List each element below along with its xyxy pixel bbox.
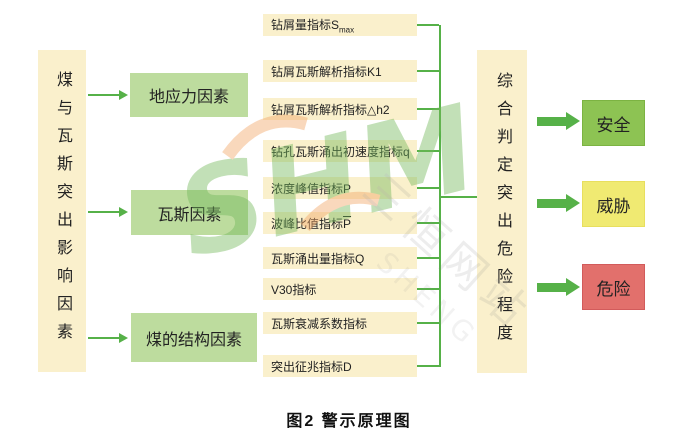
result-box-danger: 危险 [582,264,645,310]
indicator-box: 钻屑瓦斯解析指标△h2 [263,98,417,120]
indicator-branch-line [417,24,439,26]
figure-caption: 图2 警示原理图 [286,413,412,430]
result-box-threat: 威胁 [582,181,645,227]
indicator-label: 钻屑瓦斯解析指标△h2 [271,102,390,117]
indicator-label: 浓度峰值指标P [271,181,352,196]
indicator-label: 瓦斯衰减系数指标 [271,316,368,331]
indicator-branch-line [417,70,439,72]
indicator-box: 钻孔瓦斯涌出初速度指标q [263,140,417,162]
indicator-branch-line [417,150,439,152]
thick-arrow-to-safe [537,112,580,130]
influence-factors-box: 煤与瓦斯突出影响因素 [38,50,86,372]
indicator-branch-line [417,365,439,367]
indicator-branch-line [417,322,439,324]
category-label: 地应力因素 [148,89,229,106]
comprehensive-judgment-box: 综合判定突出危险程度 [477,50,527,373]
indicator-label: 瓦斯涌出量指标Q [271,251,365,266]
indicator-box: 钻屑瓦斯解析指标K1 [263,60,417,82]
indicator-branch-line [417,108,439,110]
indicator-label: 钻屑瓦斯解析指标K1 [271,64,382,79]
influence-factors-label: 煤与瓦斯突出影响因素 [54,71,71,351]
indicator-branch-line [417,288,439,290]
thick-arrow-to-threat [537,194,580,212]
indicator-branch-line [417,222,439,224]
spine-to-judgment-line [441,196,477,198]
indicator-label: 钻孔瓦斯涌出初速度指标q [271,144,410,159]
indicator-branch-line [417,257,439,259]
indicator-box: 突出征兆指标D [263,355,417,377]
indicator-label: V30指标 [271,282,317,297]
category-label: 煤的结构因素 [145,331,242,349]
arrow-to-structure [88,333,128,343]
arrow-to-geostress [88,90,128,100]
category-box-geostress: 地应力因素 [130,73,248,117]
comprehensive-judgment-label: 综合判定突出危险程度 [494,71,511,352]
result-label: 威胁 [596,196,631,216]
result-label: 安全 [596,115,631,135]
category-box-gas: 瓦斯因素 [131,190,248,235]
indicator-box: 钻屑量指标Smax [263,14,417,36]
result-label: 危险 [596,279,631,299]
indicator-label: 突出征兆指标D [271,359,352,374]
indicator-label: 钻屑量指标Smax [271,17,355,35]
indicator-box: 波峰比值指标P [263,212,417,234]
indicator-box: 浓度峰值指标P [263,177,417,199]
indicator-box: 瓦斯涌出量指标Q [263,247,417,269]
indicator-branch-line [417,187,439,189]
category-box-coal-structure: 煤的结构因素 [131,313,257,362]
category-label: 瓦斯因素 [157,206,222,224]
arrow-to-gas [88,207,128,217]
indicator-box: 瓦斯衰减系数指标 [263,312,417,334]
thick-arrow-to-danger [537,278,580,296]
result-box-safe: 安全 [582,100,645,146]
indicator-label: 波峰比值指标P [271,216,352,231]
bracket-spine [439,25,441,367]
indicator-box: V30指标 [263,278,417,300]
